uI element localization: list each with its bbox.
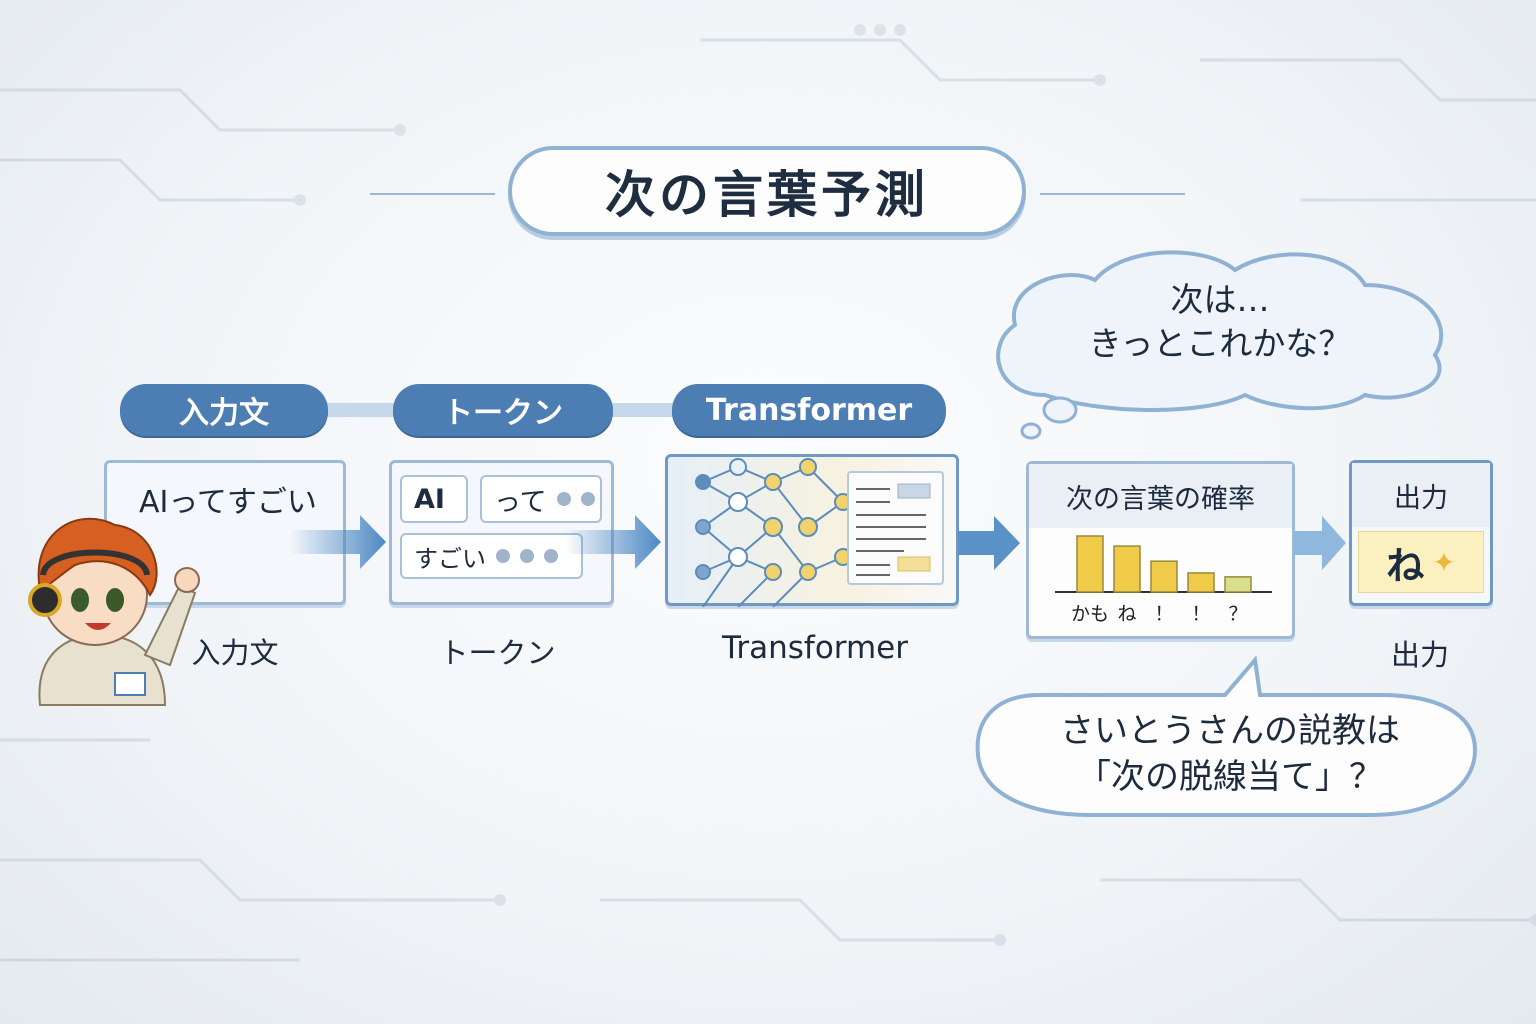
speech-line-1: さいとうさんの説教は [1060, 711, 1400, 751]
bar-label: ！ [1191, 603, 1210, 625]
token-sugoi: すごい [400, 533, 583, 579]
token-text: すごい [414, 544, 486, 573]
output-title: 出力 [1352, 463, 1490, 527]
caption-tokens: トークン [439, 636, 556, 670]
probability-panel: 次の言葉の確率 かもね ！ ！ ？ [1026, 461, 1295, 639]
bar [1076, 535, 1104, 593]
neural-network-icon [695, 458, 944, 607]
arrow-icon [290, 515, 386, 569]
probability-chart: かもね ！ ！ ？ [1055, 535, 1272, 625]
page-title: 次の言葉予測 [508, 146, 1026, 236]
bar-label: かも [1071, 603, 1109, 625]
probability-title: 次の言葉の確率 [1029, 464, 1292, 528]
input-text: AIってすごい [139, 485, 317, 520]
speech-line-2: 「次の脱線当て」？ [1077, 757, 1383, 797]
caption-input: 入力文 [191, 636, 279, 670]
title-rule-left [370, 193, 495, 195]
bar [1113, 545, 1141, 593]
stage-label-input: 入力文 [120, 384, 328, 436]
output-value-box: ね ✦ [1358, 531, 1484, 593]
caption-output: 出力 [1390, 638, 1449, 672]
stage-label-transformer: Transformer [672, 384, 946, 436]
speech-bubble [975, 655, 1478, 817]
tokens-panel: AI って すごい [389, 460, 614, 605]
thought-line-1: 次は… [1170, 280, 1270, 319]
title-rule-right [1040, 193, 1185, 195]
pill-connector [610, 403, 675, 417]
transformer-panel [665, 454, 959, 607]
thought-line-2: きっとこれかな？ [1088, 324, 1352, 363]
bar-label: ね [1117, 603, 1136, 625]
arrow-icon [958, 516, 1020, 570]
output-value: ね [1386, 543, 1425, 588]
token-text: って [494, 486, 547, 518]
arrow-icon [1294, 516, 1346, 570]
bar [1150, 560, 1178, 593]
character-illustration [28, 517, 200, 706]
bar [1187, 572, 1215, 593]
stage-label-tokens: トークン [393, 384, 613, 436]
token-tte: って [480, 475, 602, 523]
arrow-icon [565, 515, 661, 569]
bar-label: ！ [1154, 603, 1173, 625]
output-panel: 出力 ね ✦ [1349, 460, 1493, 606]
bar [1224, 576, 1252, 593]
token-ai: AI [400, 475, 468, 523]
sparkle-icon: ✦ [1432, 545, 1456, 579]
token-text: AI [414, 483, 445, 515]
thought-bubble [996, 250, 1444, 440]
bar-label: ？ [1228, 603, 1247, 625]
caption-transformer: Transformer [721, 630, 908, 666]
pill-connector [325, 403, 395, 417]
